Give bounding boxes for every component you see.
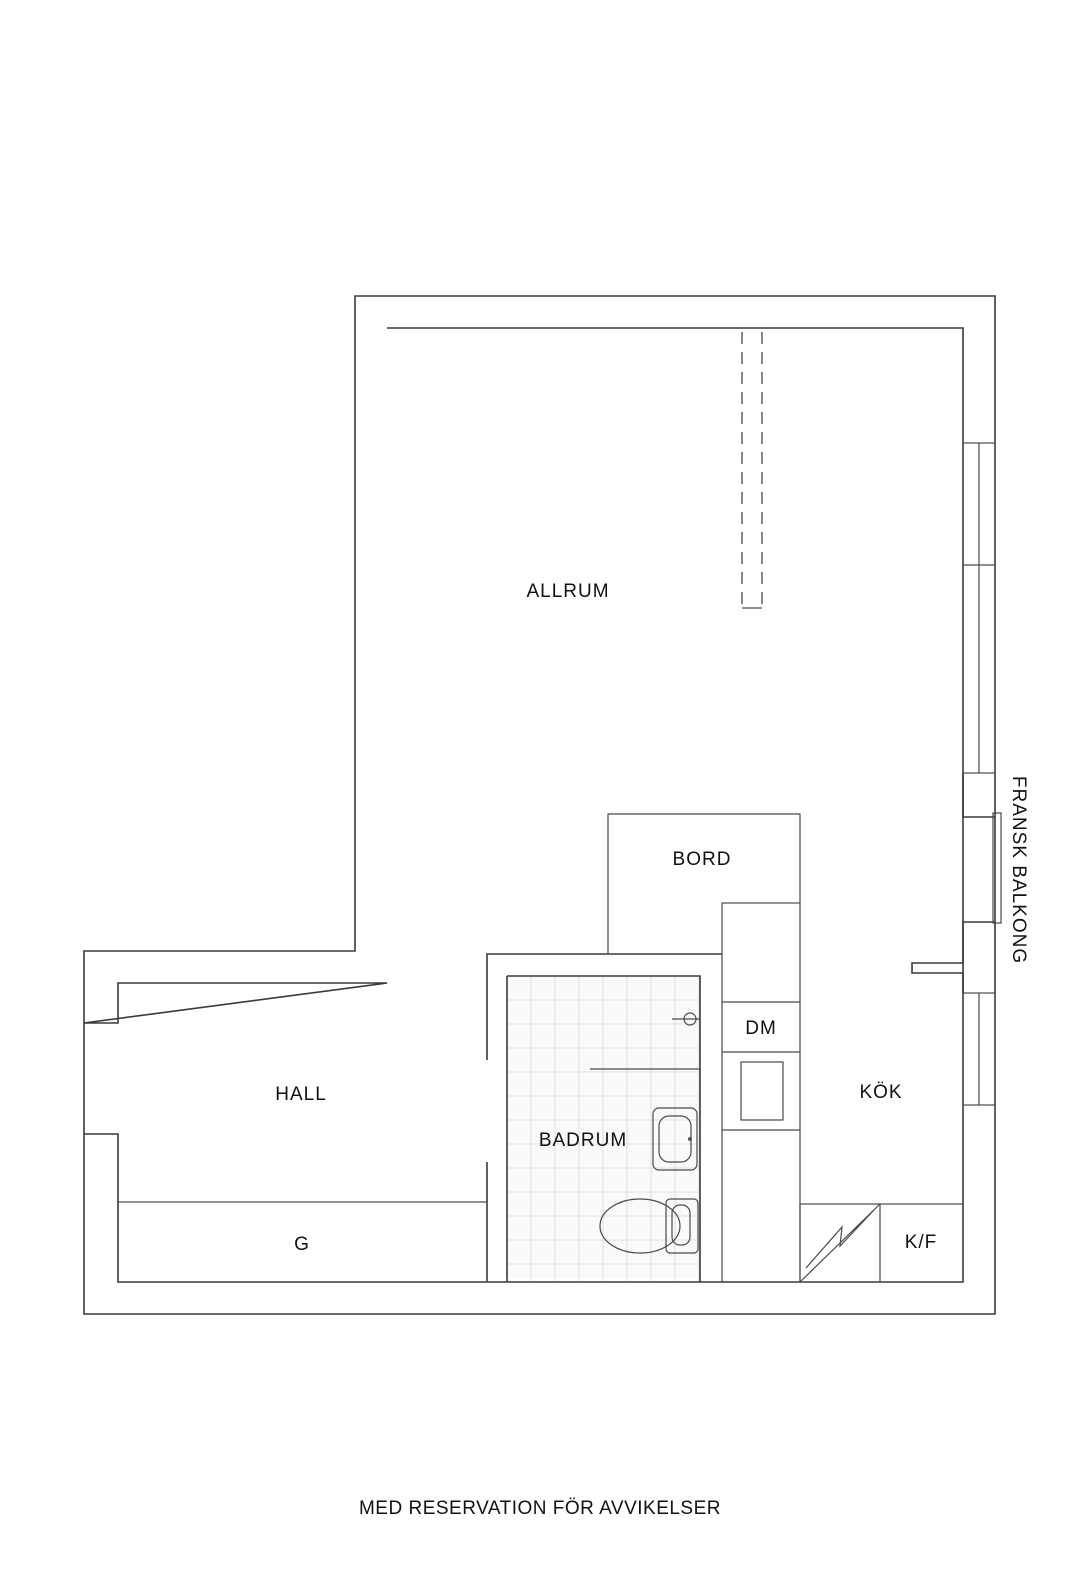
- bord-area: [607, 813, 801, 954]
- room-label-bord: BORD: [673, 849, 732, 870]
- room-label-allrum: ALLRUM: [526, 581, 609, 602]
- room-label-hall: HALL: [275, 1084, 327, 1105]
- shower-fixture-icon: [672, 1012, 700, 1026]
- disclaimer-note: MED RESERVATION FÖR AVVIKELSER: [358, 1498, 721, 1519]
- right-windows: [911, 442, 1002, 1106]
- inner-wall: [83, 327, 964, 1283]
- room-label-kf: K/F: [905, 1232, 938, 1253]
- room-label-dm: DM: [745, 1018, 777, 1039]
- bathroom-tiles: [507, 976, 700, 1282]
- toilet-icon: [599, 1198, 699, 1254]
- electrical-panel-icon: [799, 1203, 881, 1283]
- room-label-kok: KÖK: [859, 1082, 902, 1103]
- bathroom-walls: [486, 953, 722, 1282]
- sink-icon: [652, 1107, 698, 1171]
- room-label-badrum: BADRUM: [539, 1130, 627, 1151]
- kitchen-counter: [721, 902, 801, 1283]
- ceiling-beam: [741, 332, 763, 609]
- storage-g: [117, 1201, 488, 1283]
- utility-area: [799, 1203, 964, 1283]
- outer-wall: [83, 295, 996, 1315]
- balcony-label: FRANSK BALKONG: [1008, 776, 1029, 964]
- room-label-g: G: [294, 1234, 310, 1255]
